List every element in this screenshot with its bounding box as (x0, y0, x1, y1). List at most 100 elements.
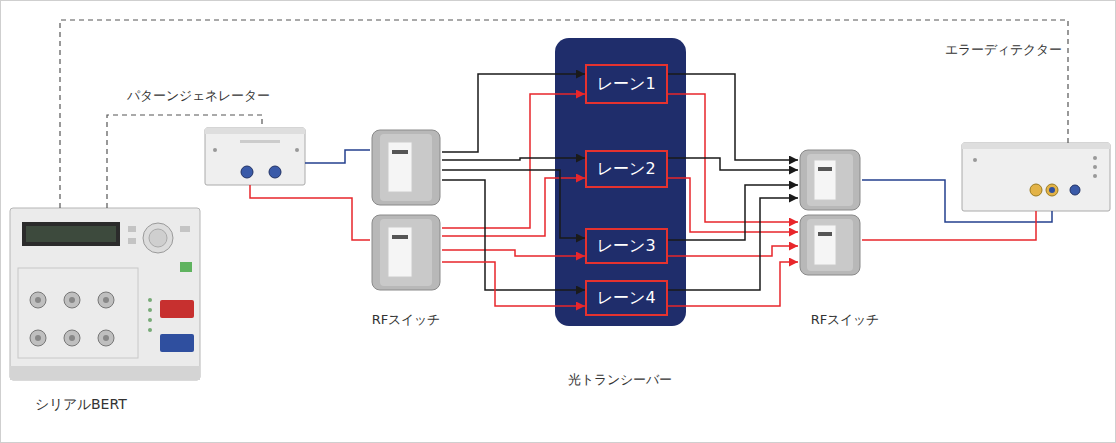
rf-switch-pair: RFスイッチ (798, 148, 862, 278)
rf-switch-sticker (388, 227, 412, 277)
bnc-connector (30, 292, 46, 308)
rf-switch-marking (818, 167, 832, 171)
rf-switch-body (372, 130, 440, 205)
transceiver-band: 光トランシーバーレーン1レーン2レーン3レーン4 (555, 38, 686, 326)
rf-switch-body (372, 215, 440, 290)
rf-switch-marking (392, 150, 408, 154)
bnc-connector (64, 292, 80, 308)
data-port (241, 166, 253, 178)
lane-label: レーン1 (597, 74, 655, 93)
bert-red-port (160, 300, 194, 318)
device-label: 光トランシーバー (568, 372, 672, 388)
transceiver-body (555, 38, 686, 326)
bnc-pin (69, 335, 75, 341)
status-led (973, 158, 977, 162)
bert-button (180, 262, 192, 272)
bert-button (128, 226, 136, 232)
bnc-pin (35, 335, 41, 341)
data-port (1046, 184, 1058, 196)
bert-knob (143, 223, 173, 253)
pattern-generator-top (205, 128, 305, 134)
pattern-generator-device: パターンジェネレーター (205, 128, 305, 185)
rf-switch-sticker (814, 160, 836, 200)
bnc-pin (103, 335, 109, 341)
rf-switch-sticker (388, 142, 412, 192)
rf-switch-face (807, 219, 853, 271)
error-detector-body (962, 143, 1110, 211)
signal-line (442, 180, 585, 290)
bert-blue-port (160, 334, 194, 352)
signal-line (442, 262, 585, 306)
pattern-generator-body (205, 128, 305, 185)
signal-line (442, 94, 585, 228)
signal-line (442, 158, 585, 160)
signal-line (668, 185, 798, 240)
bert-base (10, 366, 200, 380)
signal-line (442, 74, 585, 152)
signal-line (668, 246, 798, 256)
bert-display (22, 222, 120, 246)
aux-port (1070, 185, 1080, 195)
bert-button (128, 238, 136, 244)
status-led (1093, 156, 1097, 160)
lane-box: レーン3 (585, 228, 668, 264)
rf-switch-face (807, 154, 853, 206)
bnc-pin (35, 297, 41, 303)
signal-line (442, 178, 585, 236)
bnc-connector (30, 330, 46, 346)
status-led (148, 308, 152, 312)
bert-button (180, 226, 190, 232)
error-detector-device: エラーディテクター (962, 143, 1110, 211)
rf-switch-marking (392, 235, 408, 239)
lane-box: レーン1 (585, 64, 668, 104)
signal-line (250, 185, 370, 240)
signal-line (305, 150, 370, 163)
rf-switch-marking (818, 232, 832, 236)
signal-line (668, 74, 798, 160)
status-led (213, 148, 217, 152)
data-port (269, 166, 281, 178)
rf-switch-pair: RFスイッチ (370, 128, 442, 292)
signal-line (862, 180, 1052, 222)
signal-line (442, 250, 585, 256)
device-label: エラーディテクター (945, 42, 1062, 58)
data-port-pin (1049, 187, 1055, 193)
rf-switch-face (380, 219, 432, 286)
device-label: RFスイッチ (372, 312, 441, 328)
device-label: RFスイッチ (811, 312, 880, 328)
lane-label: レーン4 (597, 288, 655, 307)
bert-body (10, 208, 200, 380)
status-led (1093, 165, 1097, 169)
bert-knob-center (149, 229, 167, 247)
lane-box: レーン4 (585, 280, 668, 316)
signal-line (668, 262, 798, 306)
status-led (148, 318, 152, 322)
bnc-connector (64, 330, 80, 346)
status-led (295, 148, 299, 152)
bert-output-panel (18, 268, 138, 358)
bert-display-glass (26, 226, 116, 242)
bert-device: シリアルBERT (10, 208, 200, 380)
pattern-generator-marking (240, 140, 280, 143)
rf-switch-body (800, 150, 860, 210)
bnc-pin (103, 297, 109, 303)
signal-line (668, 158, 798, 170)
lane-label: レーン2 (597, 159, 655, 178)
lane-label: レーン3 (597, 236, 655, 255)
signal-line (862, 211, 1036, 240)
device-label: シリアルBERT (35, 396, 127, 413)
lane-box: レーン2 (585, 150, 668, 188)
status-led (148, 298, 152, 302)
bnc-connector (98, 330, 114, 346)
device-label: パターンジェネレーター (127, 88, 270, 104)
rf-switch-body (800, 215, 860, 275)
rf-switch-sticker (814, 225, 836, 265)
data-port (1030, 184, 1042, 196)
rf-switch-face (380, 134, 432, 201)
signal-line (668, 198, 798, 290)
status-led (1093, 174, 1097, 178)
bnc-pin (69, 297, 75, 303)
